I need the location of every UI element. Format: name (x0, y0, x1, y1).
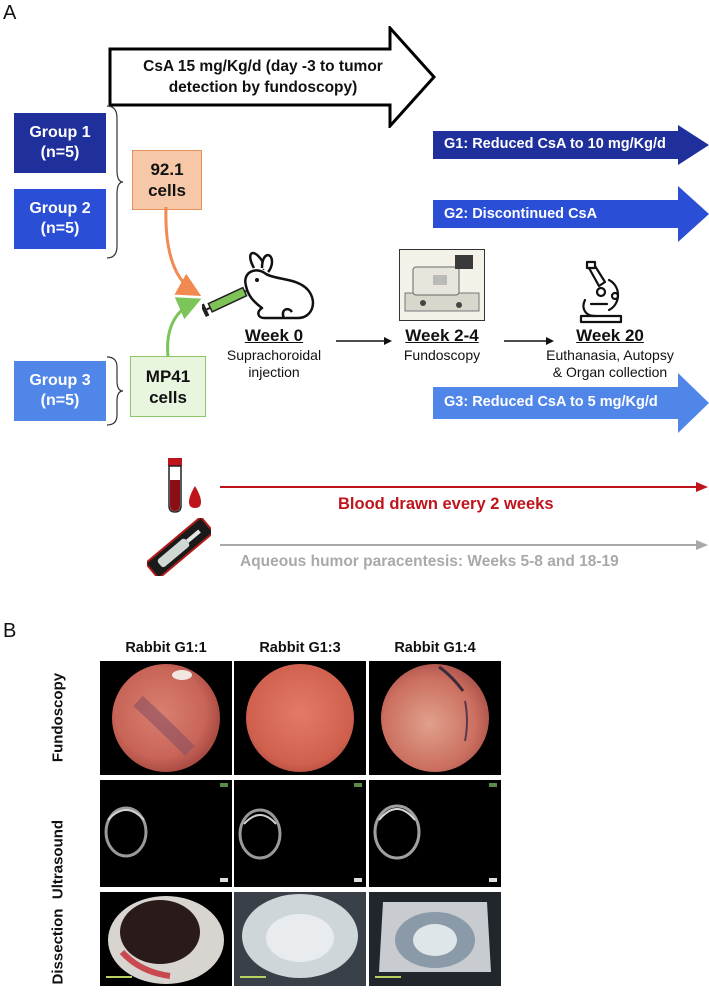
cells-mp41-line2: cells (149, 387, 187, 407)
fundus-camera-image (399, 249, 485, 321)
week20-desc: Euthanasia, Autopsy & Organ collection (525, 347, 695, 381)
g2-label: G2: Discontinued CsA (444, 206, 598, 222)
week24-desc: Fundoscopy (382, 347, 502, 364)
week20-desc-line1: Euthanasia, Autopsy (546, 347, 674, 363)
g3-arrow (433, 373, 709, 433)
group3-brace (106, 356, 124, 426)
g3-label: G3: Reduced CsA to 5 mg/Kg/d (444, 394, 658, 410)
fundoscopy-image-g1-1 (100, 661, 232, 775)
group1-box: Group 1 (n=5) (14, 113, 106, 173)
week0-desc-line1: Suprachoroidal (226, 347, 322, 363)
col-header-g1-3: Rabbit G1:3 (259, 640, 341, 656)
cells-921-line2: cells (148, 181, 186, 200)
csa-dose-arrow (108, 26, 437, 128)
week24-title: Week 2-4 (405, 326, 479, 345)
g2-arrow (433, 186, 709, 242)
group3-label: Group 3 (29, 372, 91, 389)
group12-brace (106, 105, 124, 259)
group1-count: (n=5) (40, 144, 80, 161)
group1-label: Group 1 (29, 124, 91, 141)
dissection-image-g1-3 (234, 892, 366, 986)
dissection-image-g1-4 (369, 892, 501, 986)
row-header-fundoscopy: Fundoscopy (49, 672, 67, 763)
cell-injection-arrows (164, 206, 202, 358)
blood-tube-icon (168, 458, 201, 513)
col-header-g1-4: Rabbit G1:4 (394, 640, 476, 656)
cells-921-box: 92.1 cells (132, 150, 202, 210)
g1-arrow (433, 125, 709, 165)
panel-b-letter: B (3, 620, 17, 642)
cells-mp41-box: MP41 cells (130, 356, 206, 417)
ultrasound-image-g1-4 (369, 780, 501, 887)
g1-label: G1: Reduced CsA to 10 mg/Kg/d (444, 136, 666, 152)
timeline-arrows (336, 337, 554, 345)
ultrasound-image-g1-3 (234, 780, 366, 887)
group2-label: Group 2 (29, 200, 91, 217)
row-header-dissection: Dissection (49, 908, 67, 985)
dissection-image-g1-1 (100, 892, 232, 986)
week20-title: Week 20 (576, 326, 644, 345)
week0-desc-line2: injection (248, 364, 300, 380)
aqueous-arrow (220, 540, 708, 550)
week24-desc-line1: Fundoscopy (403, 347, 481, 363)
microscope-icon (579, 260, 623, 324)
blood-arrow (220, 482, 708, 492)
cells-mp41-line1: MP41 (145, 366, 191, 386)
group3-count: (n=5) (40, 392, 80, 409)
syringe-rabbit-icon (202, 251, 315, 320)
group3-box: Group 3 (n=5) (14, 361, 106, 421)
week0-desc: Suprachoroidal injection (204, 347, 344, 381)
panel-a-letter: A (3, 2, 17, 24)
cells-921-line1: 92.1 (150, 160, 184, 179)
csa-dose-line2: detection by fundoscopy) (168, 79, 358, 96)
col-header-g1-1: Rabbit G1:1 (125, 640, 207, 656)
ultrasound-image-g1-1 (100, 780, 232, 887)
group2-box: Group 2 (n=5) (14, 189, 106, 249)
csa-dose-label: CsA 15 mg/Kg/d (day -3 to tumor detectio… (118, 56, 408, 98)
fundoscopy-image-g1-4 (369, 661, 501, 775)
blood-label: Blood drawn every 2 weeks (338, 495, 554, 513)
group2-count: (n=5) (40, 220, 80, 237)
aqueous-label: Aqueous humor paracentesis: Weeks 5-8 an… (240, 553, 619, 570)
aqueous-vial-icon (147, 518, 211, 576)
fundoscopy-image-g1-3 (234, 661, 366, 775)
csa-dose-line1: CsA 15 mg/Kg/d (day -3 to tumor (143, 58, 383, 75)
week0-title: Week 0 (244, 326, 304, 345)
week20-desc-line2: & Organ collection (552, 364, 668, 380)
